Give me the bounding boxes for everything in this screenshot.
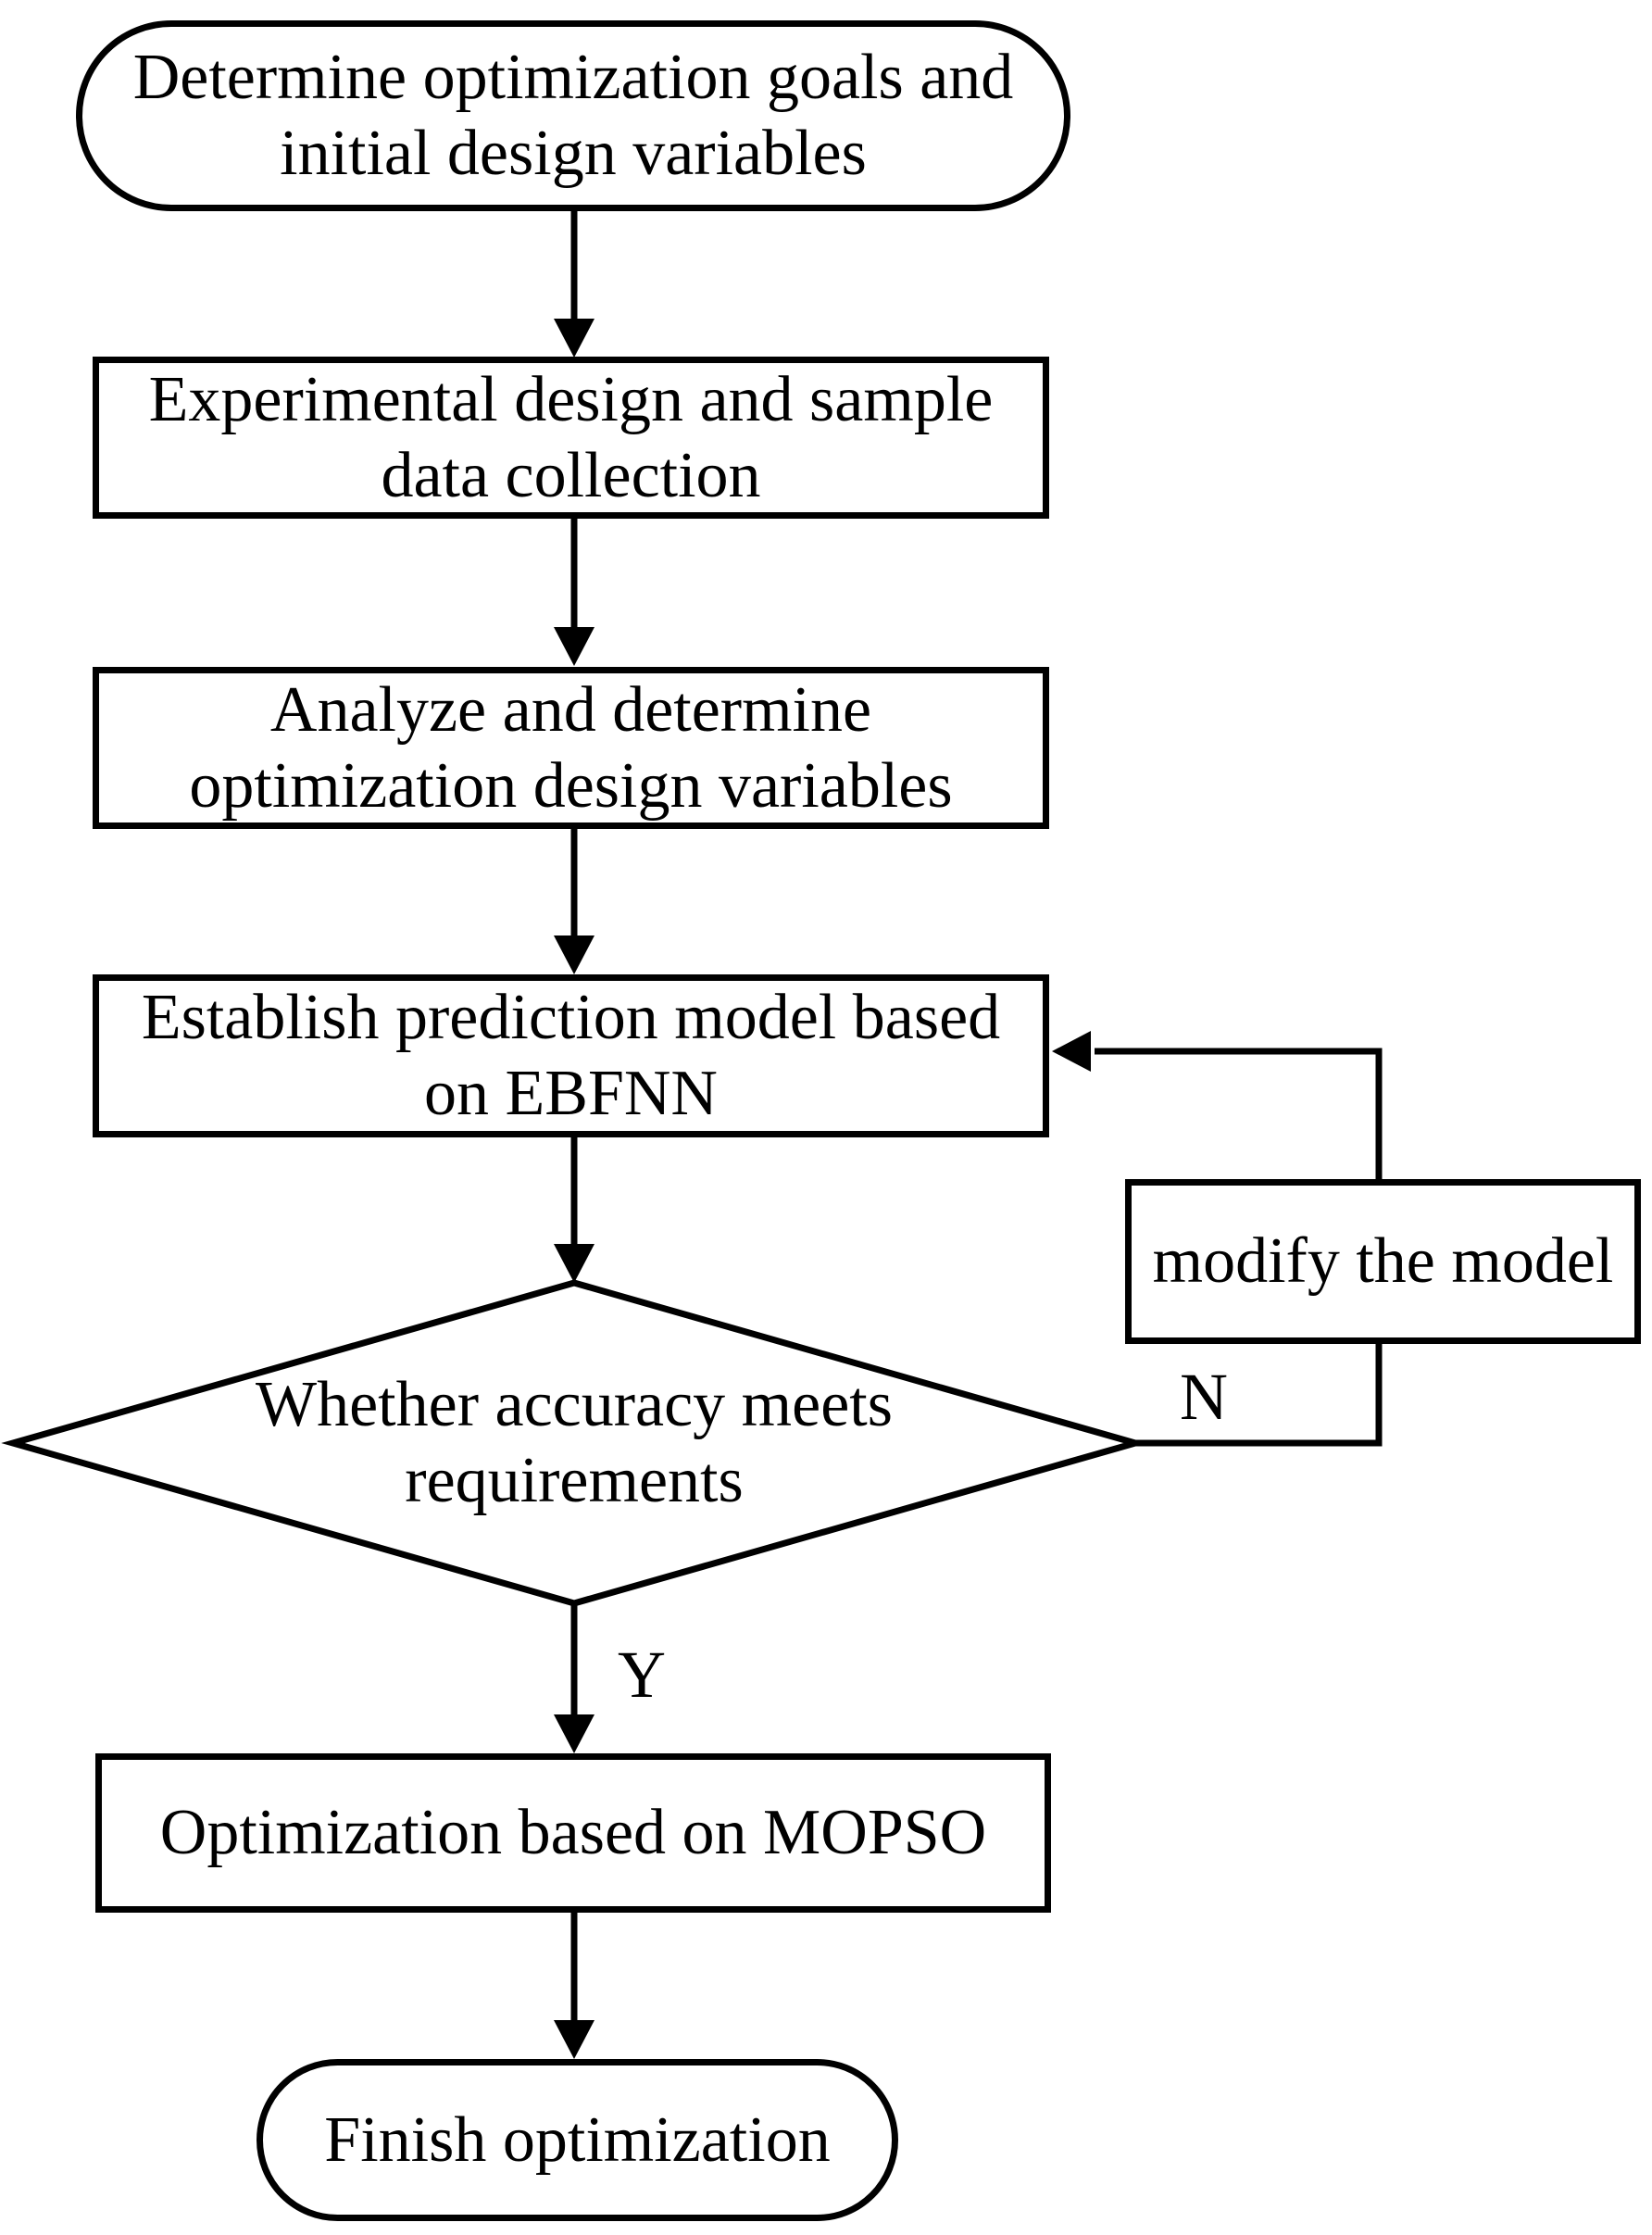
node-start-line1: Determine optimization goals and (132, 42, 1014, 113)
node-modify-model: modify the model (1125, 1179, 1641, 1344)
node-finish-line1: Finish optimization (324, 2103, 831, 2176)
node-analyze-line1: Analyze and determine (269, 673, 872, 746)
node-decision-accuracy: Whether accuracy meets requirements (19, 1358, 1130, 1528)
node-modify-line1: modify the model (1152, 1225, 1614, 1297)
node-establish-model: Establish prediction model based on EBFN… (93, 974, 1049, 1137)
arrow-analyze-to-establish (554, 827, 594, 974)
arrow-establish-to-decision (554, 1136, 594, 1283)
node-decision-line2: requirements (405, 1445, 744, 1516)
node-mopso-line1: Optimization based on MOPSO (159, 1797, 987, 1868)
node-experimental-design: Experimental design and sample data coll… (93, 357, 1049, 519)
node-experimental-line1: Experimental design and sample (148, 363, 994, 435)
edge-label-no-text: N (1180, 1360, 1228, 1434)
edge-label-yes-text: Y (618, 1638, 666, 1712)
node-analyze-line2: optimization design variables (189, 749, 953, 822)
arrow-start-to-experimental (554, 210, 594, 358)
feedback-arrowhead (1052, 1031, 1091, 1072)
edge-label-no: N (1148, 1359, 1259, 1435)
node-establish-line2: on EBFNN (424, 1058, 718, 1129)
arrow-mopso-to-finish (554, 1911, 594, 2059)
arrow-experimental-to-analyze (554, 517, 594, 666)
node-experimental-line2: data collection (381, 439, 761, 511)
node-start-line2: initial design variables (280, 118, 867, 189)
edge-label-yes: Y (586, 1637, 697, 1713)
node-analyze-variables: Analyze and determine optimization desig… (93, 667, 1049, 829)
node-mopso-optimization: Optimization based on MOPSO (95, 1753, 1051, 1913)
node-finish: Finish optimization (257, 2059, 898, 2221)
node-establish-line1: Establish prediction model based (141, 982, 1001, 1053)
node-decision-line1: Whether accuracy meets (256, 1369, 893, 1440)
node-start: Determine optimization goals and initial… (76, 20, 1070, 211)
arrow-decision-to-mopso (554, 1601, 594, 1753)
feedback-loop-line (1052, 1031, 1383, 1447)
